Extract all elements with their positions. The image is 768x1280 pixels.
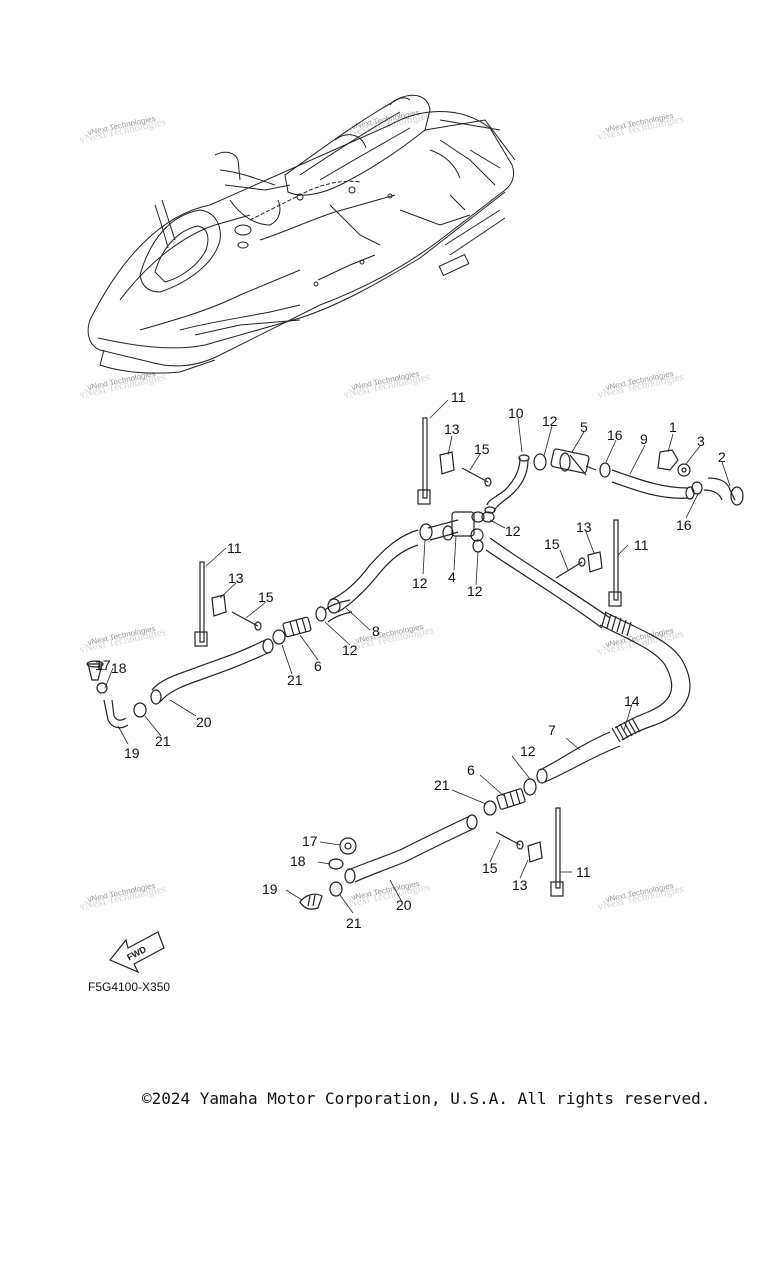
- callout-number: 12: [412, 575, 428, 591]
- callout-number: 4: [448, 569, 456, 585]
- fwd-arrow-icon: FWD: [109, 931, 165, 974]
- callout-number: 21: [155, 733, 171, 749]
- callout-number: 12: [542, 413, 558, 429]
- callout-number: 11: [451, 389, 466, 405]
- callout-number: 21: [346, 915, 362, 931]
- leader-lines: [96, 399, 731, 914]
- callout-number: 14: [624, 693, 640, 709]
- callout-number: 19: [262, 881, 278, 897]
- callout-number: 11: [227, 540, 242, 556]
- callout-number: 13: [576, 519, 592, 535]
- callout-number: 13: [512, 877, 528, 893]
- callout-number: 20: [396, 897, 412, 913]
- watercraft-illustration: [87, 94, 516, 374]
- callout-number: 15: [544, 536, 560, 552]
- callout-number: 17: [95, 657, 111, 673]
- callout-number: 18: [290, 853, 306, 869]
- callout-number: 1: [669, 419, 677, 435]
- callout-number: 16: [676, 517, 692, 533]
- callout-number: 10: [508, 405, 524, 421]
- callout-number: 7: [548, 722, 556, 738]
- callout-number: 16: [607, 427, 623, 443]
- callout-number: 12: [520, 743, 536, 759]
- callout-number: 12: [467, 583, 483, 599]
- callout-number: 15: [474, 441, 490, 457]
- callout-number: 5: [580, 419, 588, 435]
- callout-number: 3: [697, 433, 705, 449]
- copyright-notice: ©2024 Yamaha Motor Corporation, U.S.A. A…: [142, 1089, 711, 1108]
- callout-number: 13: [444, 421, 460, 437]
- diagram-code: F5G4100-X350: [88, 980, 170, 994]
- corrugated-hose: [599, 611, 691, 743]
- callout-number: 6: [467, 762, 475, 778]
- callout-number: 11: [576, 864, 591, 880]
- callout-number: 20: [196, 714, 212, 730]
- callout-number: 12: [505, 523, 521, 539]
- callout-number: 15: [482, 860, 498, 876]
- callout-number: 19: [124, 745, 140, 761]
- callout-number: 6: [314, 658, 322, 674]
- callout-number: 21: [434, 777, 450, 793]
- callout-number: 17: [302, 833, 318, 849]
- cooling-hose-assembly: [86, 417, 744, 910]
- callout-number: 2: [718, 449, 726, 465]
- callout-number: 9: [640, 431, 648, 447]
- callout-number: 12: [342, 642, 358, 658]
- callout-number: 13: [228, 570, 244, 586]
- callouts: 11 10 12 5 16 9 1 3 2 13 15 16 12 12 4 1…: [95, 389, 726, 931]
- callout-number: 11: [634, 537, 649, 553]
- callout-number: 18: [111, 660, 127, 676]
- callout-number: 21: [287, 672, 303, 688]
- callout-number: 15: [258, 589, 274, 605]
- callout-number: 8: [372, 623, 380, 639]
